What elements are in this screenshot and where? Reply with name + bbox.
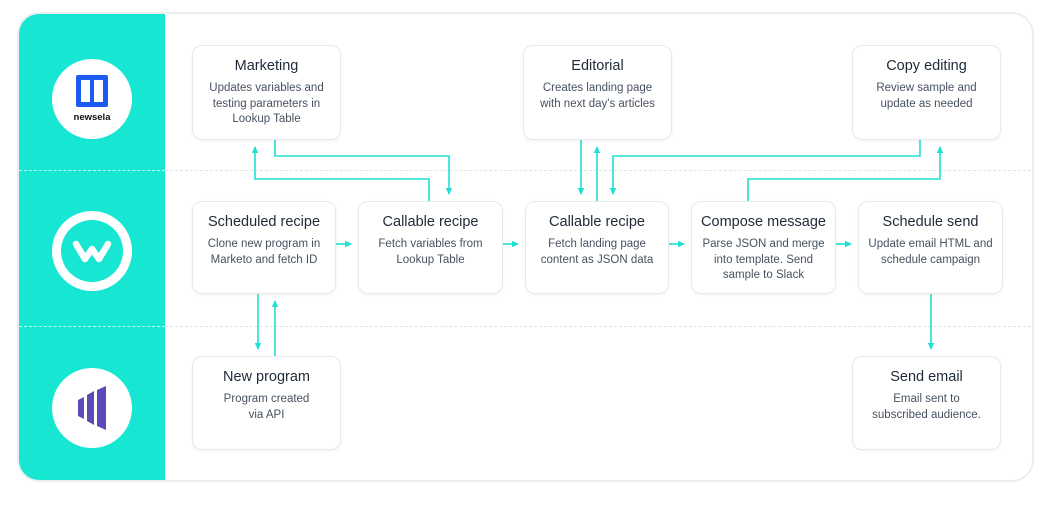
newsela-wordmark: newsela — [74, 112, 112, 123]
node-title: Editorial — [571, 58, 624, 74]
node-title: Callable recipe — [549, 214, 645, 230]
lane-divider — [165, 170, 1032, 171]
node-compose-message: Compose message Parse JSON and merge int… — [691, 201, 836, 294]
node-description: Parse JSON and merge into template. Send… — [702, 238, 825, 281]
newsela-icon: newsela — [74, 75, 112, 123]
node-schedule-send: Schedule send Update email HTML and sche… — [858, 201, 1003, 294]
node-callable-recipe-content: Callable recipe Fetch landing page conte… — [525, 201, 669, 294]
node-marketing: Marketing Updates variables and testing … — [192, 45, 341, 140]
node-description: Fetch landing page content as JSON data — [540, 238, 654, 266]
node-editorial: Editorial Creates landing page with next… — [523, 45, 672, 140]
arrow-marketing-to-callable1 — [274, 140, 453, 195]
node-title: Send email — [890, 369, 963, 385]
arrow-compose-to-copyedit — [747, 146, 944, 201]
newsela-logo: newsela — [52, 59, 132, 139]
node-description: Clone new program in Marketo and fetch I… — [207, 238, 321, 266]
node-title: Callable recipe — [382, 214, 479, 230]
node-send-email: Send email Email sent to subscribed audi… — [852, 356, 1001, 450]
node-description: Update email HTML and schedule campaign — [868, 238, 993, 266]
marketo-logo — [52, 368, 132, 448]
lane-divider — [19, 170, 165, 171]
node-title: Marketing — [234, 58, 299, 74]
node-description: Fetch variables from Lookup Table — [378, 238, 483, 266]
node-title: Copy editing — [886, 58, 967, 74]
node-scheduled-recipe: Scheduled recipe Clone new program in Ma… — [192, 201, 336, 294]
node-description: Updates variables and testing parameters… — [209, 82, 324, 125]
node-copy-editing: Copy editing Review sample and update as… — [852, 45, 1001, 140]
lane-divider — [165, 326, 1032, 327]
node-description: Program created via API — [223, 393, 310, 421]
node-new-program: New program Program created via API — [192, 356, 341, 450]
lane-divider — [19, 326, 165, 327]
node-title: Scheduled recipe — [207, 214, 321, 230]
marketo-icon — [78, 386, 106, 430]
node-callable-recipe-lookup: Callable recipe Fetch variables from Loo… — [358, 201, 503, 294]
node-description: Review sample and update as needed — [876, 82, 977, 110]
arrow-copyedit-to-callable2 — [609, 140, 921, 195]
workato-logo — [52, 211, 132, 291]
workato-icon — [61, 220, 123, 282]
node-title: Schedule send — [882, 214, 979, 230]
node-description: Creates landing page with next day's art… — [540, 82, 655, 110]
node-title: Compose message — [701, 214, 826, 230]
node-description: Email sent to subscribed audience. — [872, 393, 981, 421]
node-title: New program — [222, 369, 311, 385]
arrow-callable1-to-marketing — [251, 146, 430, 201]
